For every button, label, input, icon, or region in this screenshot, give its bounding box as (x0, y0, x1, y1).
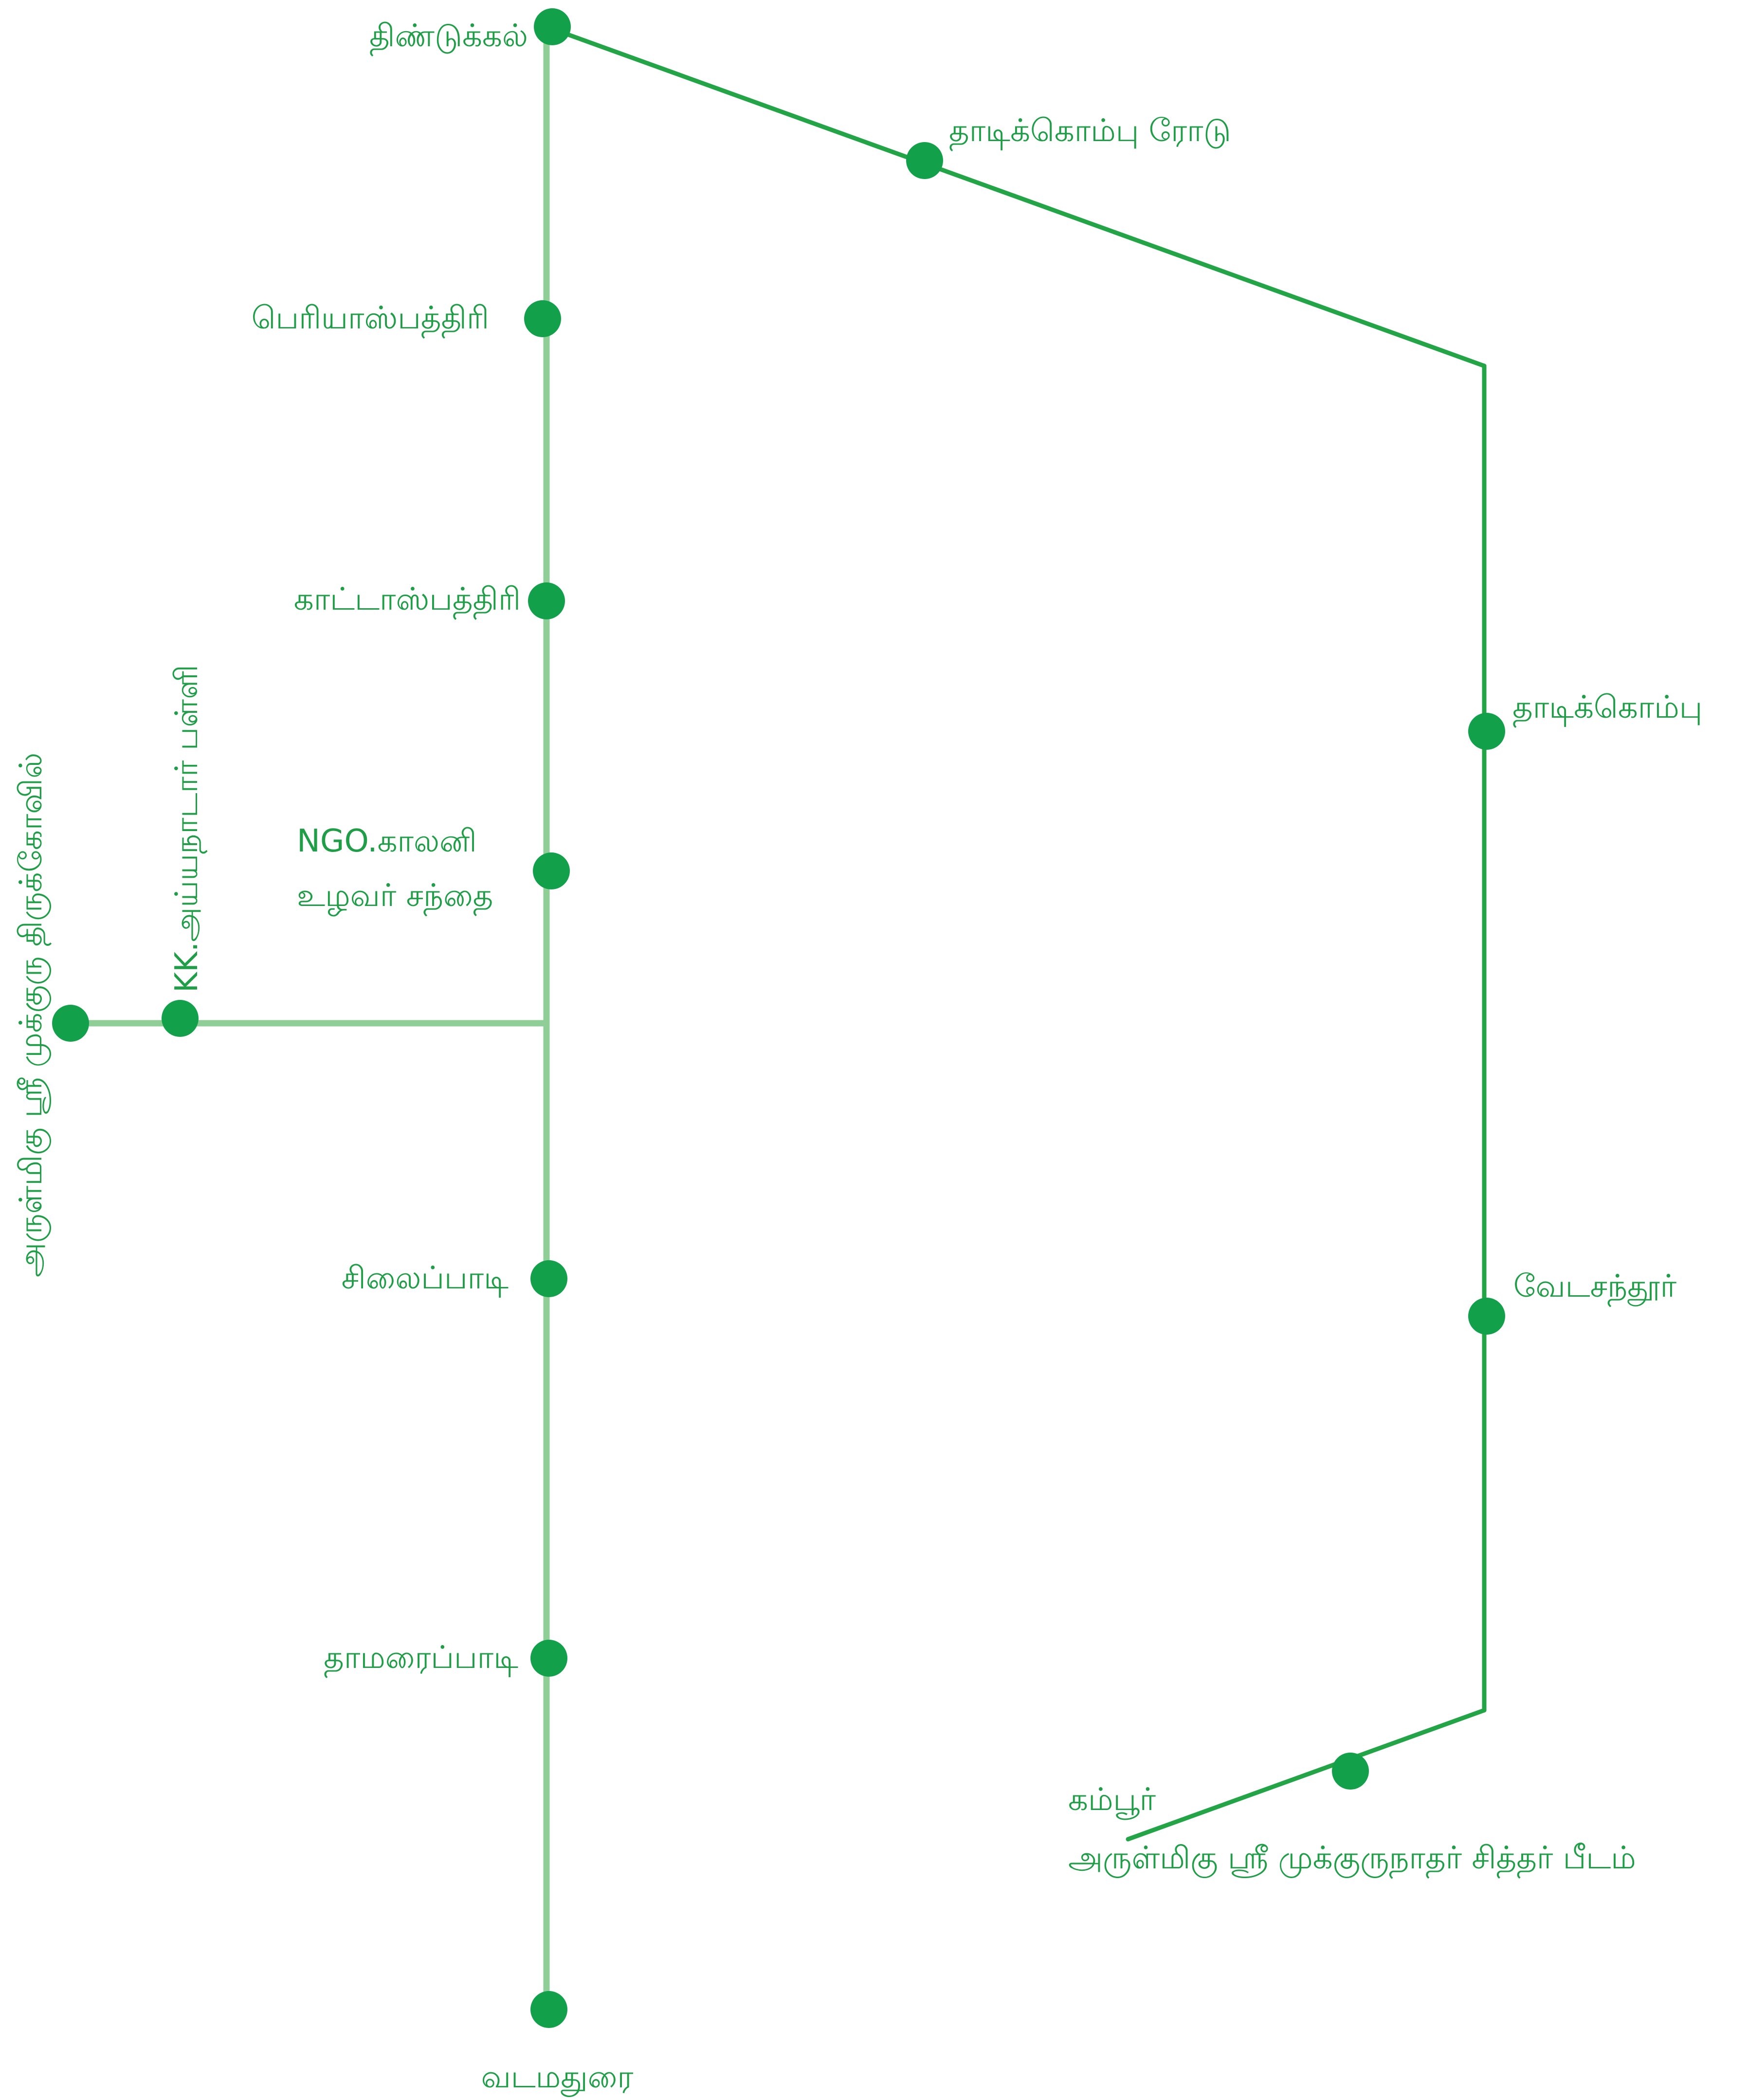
stop-marker-kambur[interactable] (1332, 1753, 1369, 1790)
stop-label-periyar-hospital: பெரியாஸ்பத்திரி (252, 300, 489, 339)
stop-label-dindigul: திண்டுக்கல் (369, 18, 528, 56)
stop-marker-silaipadi[interactable] (530, 1260, 567, 1297)
stop-marker-thadikombu-road[interactable] (906, 142, 943, 179)
stop-marker-ngo-colony[interactable] (533, 852, 570, 889)
stop-marker-katti-hospital[interactable] (528, 582, 565, 619)
stop-label-vedasandur: வேடசந்தூர் (1513, 1268, 1677, 1307)
stop-label-uzhavar-sandhai: உழவர் சந்தை (297, 878, 493, 916)
stop-marker-thamaraipadi[interactable] (530, 1640, 567, 1677)
stop-label-kambur: கம்பூர் (1068, 1782, 1156, 1820)
stop-marker-vedasandur[interactable] (1468, 1298, 1505, 1335)
stop-marker-dindigul[interactable] (534, 8, 571, 45)
route-line-to-peedam (1126, 1708, 1487, 1842)
stop-label-vadamadurai: வடமதுரை (481, 2059, 634, 2097)
stop-marker-periyar-hospital[interactable] (524, 300, 561, 337)
stop-label-peedam: அருள்மிகு ஸ்ரீ முக்குருநாதர் சித்தர் பீட… (1068, 1840, 1636, 1879)
route-line-dindigul-to-east (544, 24, 1487, 368)
stop-label-thadikombu-road: தாடிக்கொம்பு ரோடு (949, 113, 1231, 151)
stop-marker-vadamadurai[interactable] (530, 1991, 567, 2028)
stop-label-kk-school: KK.அய்யநாடார் பள்ளி (169, 665, 207, 993)
stop-marker-temple[interactable] (52, 1005, 89, 1042)
stop-label-thadikombu: தாடிக்கொம்பு (1512, 689, 1702, 728)
stop-label-katti-hospital: காட்டாஸ்பத்திரி (294, 581, 521, 620)
stop-label-silaipadi: சிலைப்பாடி (342, 1260, 509, 1298)
stop-label-ngo-colony: NGO.காலனி (297, 823, 477, 859)
stop-marker-thadikombu[interactable] (1468, 713, 1505, 750)
stop-label-thamaraipadi: தாமரைப்பாடி (324, 1640, 518, 1678)
stop-marker-kk-school[interactable] (162, 1000, 199, 1037)
stop-label-temple: அருள்மிகு ஸ்ரீ முக்குரு திருக்கோவில் (13, 753, 52, 1277)
